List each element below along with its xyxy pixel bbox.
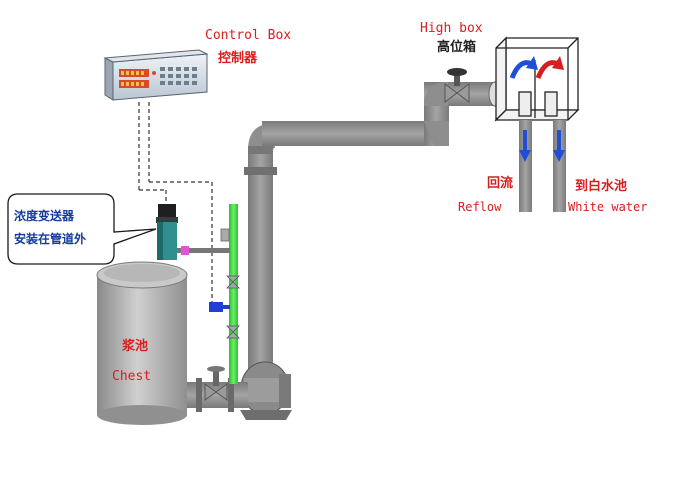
outlet-pipes <box>519 120 566 212</box>
flow-arrow-icon <box>526 56 538 70</box>
pump-icon <box>240 361 292 420</box>
control-box-label-cn: 控制器 <box>218 51 258 66</box>
signal-lines <box>138 102 213 305</box>
flow-arrow-icon <box>519 130 565 162</box>
sample-line <box>220 204 240 384</box>
transmitter-line-2: 安装在管道外 <box>14 232 87 246</box>
control-box-icon <box>103 49 209 101</box>
transmitter-callout: 浓度变送器 安装在管道外 <box>14 205 86 251</box>
tap-fitting <box>181 246 189 255</box>
actuator-icon <box>209 302 230 312</box>
chest-label-cn: 浆池 <box>122 339 149 354</box>
tank-icon <box>96 261 188 425</box>
sensor-icon <box>156 204 178 260</box>
high-box-label-en: High box <box>420 21 483 36</box>
high-box-label-cn: 高位箱 <box>437 40 477 55</box>
reflow-label-en: Reflow <box>458 200 502 214</box>
callout-bubble <box>7 193 157 265</box>
control-box-label-en: Control Box <box>205 28 292 43</box>
white-water-label-en: White water <box>568 200 648 214</box>
valve-icon <box>204 366 228 401</box>
chest-label-en: Chest <box>112 369 152 384</box>
high-box-icon <box>494 36 580 122</box>
tap-line <box>176 248 230 253</box>
main-pipe <box>244 82 506 375</box>
flow-arrow-icon <box>552 56 564 70</box>
transmitter-line-1: 浓度变送器 <box>14 209 75 223</box>
suction-pipe <box>180 378 248 412</box>
valve-icon <box>444 68 470 103</box>
white-water-label-cn: 到白水池 <box>575 179 628 194</box>
reflow-label-cn: 回流 <box>487 176 514 191</box>
